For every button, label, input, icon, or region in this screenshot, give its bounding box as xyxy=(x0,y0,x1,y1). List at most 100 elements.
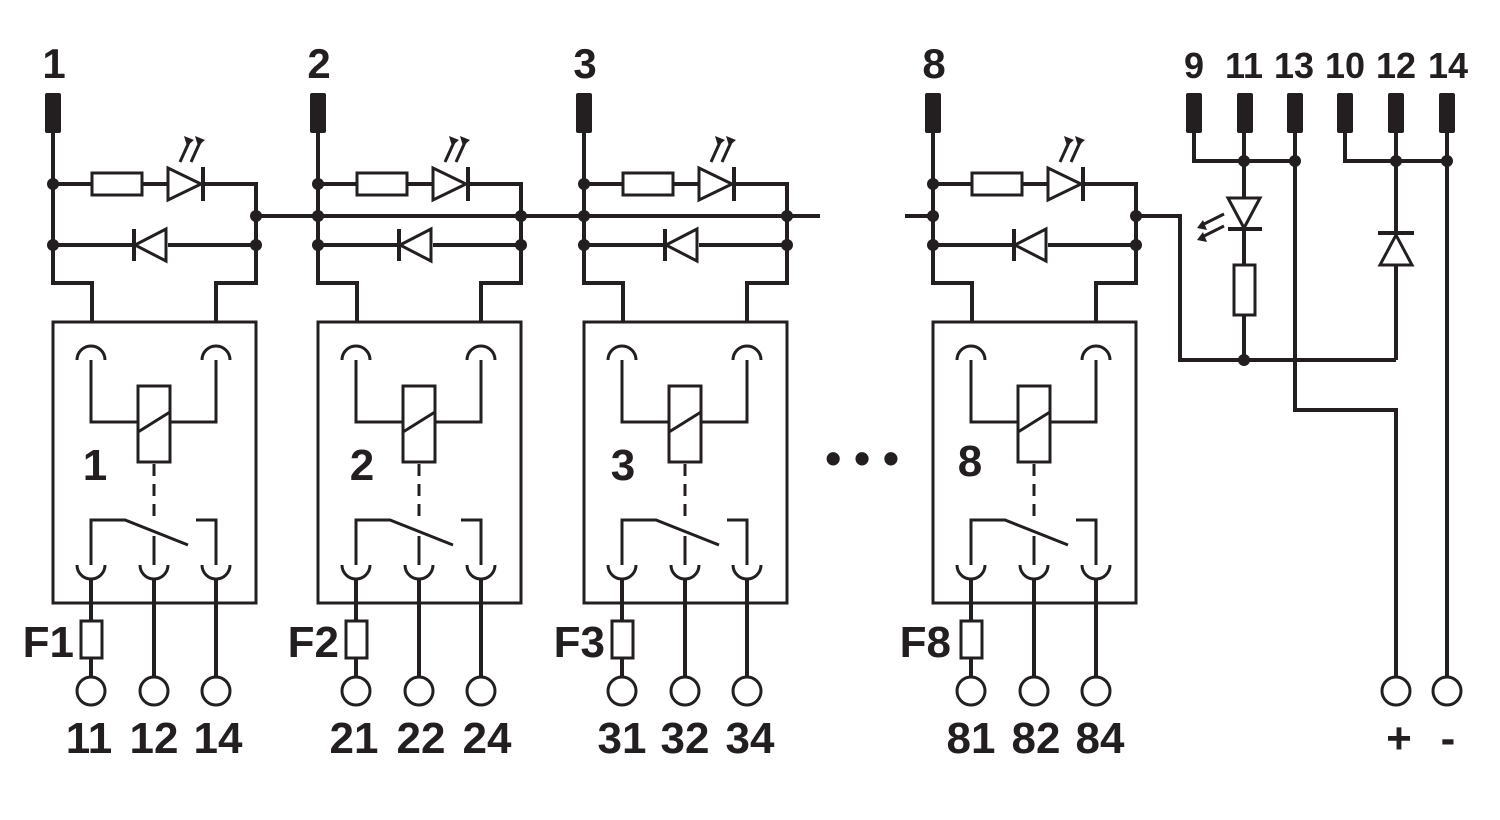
bus-return-line xyxy=(1136,214,1396,362)
diode-icon xyxy=(662,226,699,264)
plus-terminal-label: + xyxy=(1386,714,1412,763)
changeover-contact-icon xyxy=(89,518,218,565)
terminal-circle-icon xyxy=(465,675,497,707)
relay-number-label: 2 xyxy=(350,441,374,490)
wire xyxy=(431,165,470,203)
wire xyxy=(582,133,625,322)
resistor-icon xyxy=(1232,263,1257,317)
terminal-circle-icon xyxy=(75,675,107,707)
wire xyxy=(1197,220,1207,242)
junction-dot xyxy=(1390,155,1402,167)
junction-dot xyxy=(515,239,527,251)
power-pin-icon xyxy=(1287,93,1303,133)
power-pin-icon xyxy=(1186,93,1202,133)
led-icon xyxy=(166,136,205,203)
resistor-icon xyxy=(621,171,675,197)
diode-branch xyxy=(53,226,256,264)
wire xyxy=(620,360,749,424)
fuse-label: F1 xyxy=(23,618,74,667)
plus-supply-line xyxy=(1293,161,1398,677)
terminal-circle-icon xyxy=(1018,675,1050,707)
terminal-label: 32 xyxy=(661,714,710,763)
led-resistor-branch xyxy=(316,133,523,322)
wire xyxy=(584,182,789,322)
led-resistor-branch xyxy=(931,133,1138,322)
fuse-icon xyxy=(79,619,104,660)
terminal-label: 31 xyxy=(598,714,647,763)
terminal-label: 84 xyxy=(1076,714,1125,763)
terminal-label: 24 xyxy=(463,714,512,763)
terminal-circle-icon xyxy=(1080,675,1112,707)
relay-coil-icon xyxy=(1016,384,1052,464)
terminal-circle-icon xyxy=(731,675,763,707)
terminal-circle-icon xyxy=(606,675,638,707)
terminal-label: 81 xyxy=(947,714,996,763)
input-pin-icon xyxy=(576,93,592,133)
wire xyxy=(606,564,763,581)
protection-diode-icon xyxy=(1377,231,1415,267)
fuse-label: F2 xyxy=(288,618,339,667)
led-resistor-branch xyxy=(582,133,789,322)
led-icon xyxy=(697,136,736,203)
terminal-label: 34 xyxy=(726,714,775,763)
channel-header-label: 1 xyxy=(42,40,65,87)
plus-terminal-icon xyxy=(1380,675,1412,707)
power-pin-icon xyxy=(1237,93,1253,133)
terminal-label: 14 xyxy=(194,714,243,763)
junction-dot xyxy=(1238,354,1250,366)
output-terminals: F3 31 32 34 xyxy=(554,579,775,763)
junction-dot xyxy=(1238,155,1250,167)
led-icon xyxy=(431,136,470,203)
relay-coil-icon xyxy=(667,384,703,464)
minus-terminal-icon xyxy=(1431,675,1463,707)
junction-dot xyxy=(1289,155,1301,167)
relay-socket: 2 xyxy=(316,320,523,605)
terminal-circle-icon xyxy=(669,675,701,707)
wire xyxy=(697,165,736,203)
wire xyxy=(606,344,763,361)
channel-header-label: 2 xyxy=(307,40,330,87)
wire xyxy=(354,360,483,424)
junction-dot xyxy=(578,239,590,251)
junction-dot xyxy=(927,178,939,190)
terminal-label: 21 xyxy=(330,714,379,763)
changeover-contact-icon xyxy=(969,518,1098,565)
fuse-label: F8 xyxy=(900,618,951,667)
group xyxy=(312,178,527,251)
wire xyxy=(184,136,205,146)
terminal-label: 12 xyxy=(130,714,179,763)
input-pin-icon xyxy=(925,93,941,133)
led-resistor-branch xyxy=(51,133,258,322)
group xyxy=(47,178,262,251)
relay-socket: 8 xyxy=(931,320,1138,605)
wire xyxy=(931,133,974,322)
resistor-icon xyxy=(90,171,144,197)
junction-dot xyxy=(927,239,939,251)
fuse-icon xyxy=(344,619,369,660)
diode-branch xyxy=(584,226,787,264)
junction-dot xyxy=(781,239,793,251)
power-pin-icon xyxy=(1337,93,1353,133)
diode-icon xyxy=(131,226,168,264)
diode-branch xyxy=(933,226,1136,264)
output-terminals: F1 11 12 14 xyxy=(23,579,243,763)
junction-dot xyxy=(250,239,262,251)
junction-dot xyxy=(1130,239,1142,251)
power-pin-icon xyxy=(1439,93,1455,133)
wire xyxy=(166,165,205,203)
power-pin-label: 12 xyxy=(1376,45,1416,86)
terminal-circle-icon xyxy=(340,675,372,707)
wire xyxy=(1064,136,1085,146)
wire xyxy=(715,136,736,146)
power-pin-label: 11 xyxy=(1225,45,1263,86)
minus-terminal-label: - xyxy=(1441,714,1456,763)
wire xyxy=(1017,410,1051,434)
output-terminals: F8 81 82 84 xyxy=(900,579,1125,763)
changeover-contact-icon xyxy=(620,518,749,565)
wire xyxy=(668,410,702,434)
terminal-circle-icon xyxy=(200,675,232,707)
relay-number-label: 1 xyxy=(83,441,107,490)
resistor-icon xyxy=(355,171,409,197)
junction-dot xyxy=(578,178,590,190)
power-pin-label: 14 xyxy=(1428,45,1468,86)
